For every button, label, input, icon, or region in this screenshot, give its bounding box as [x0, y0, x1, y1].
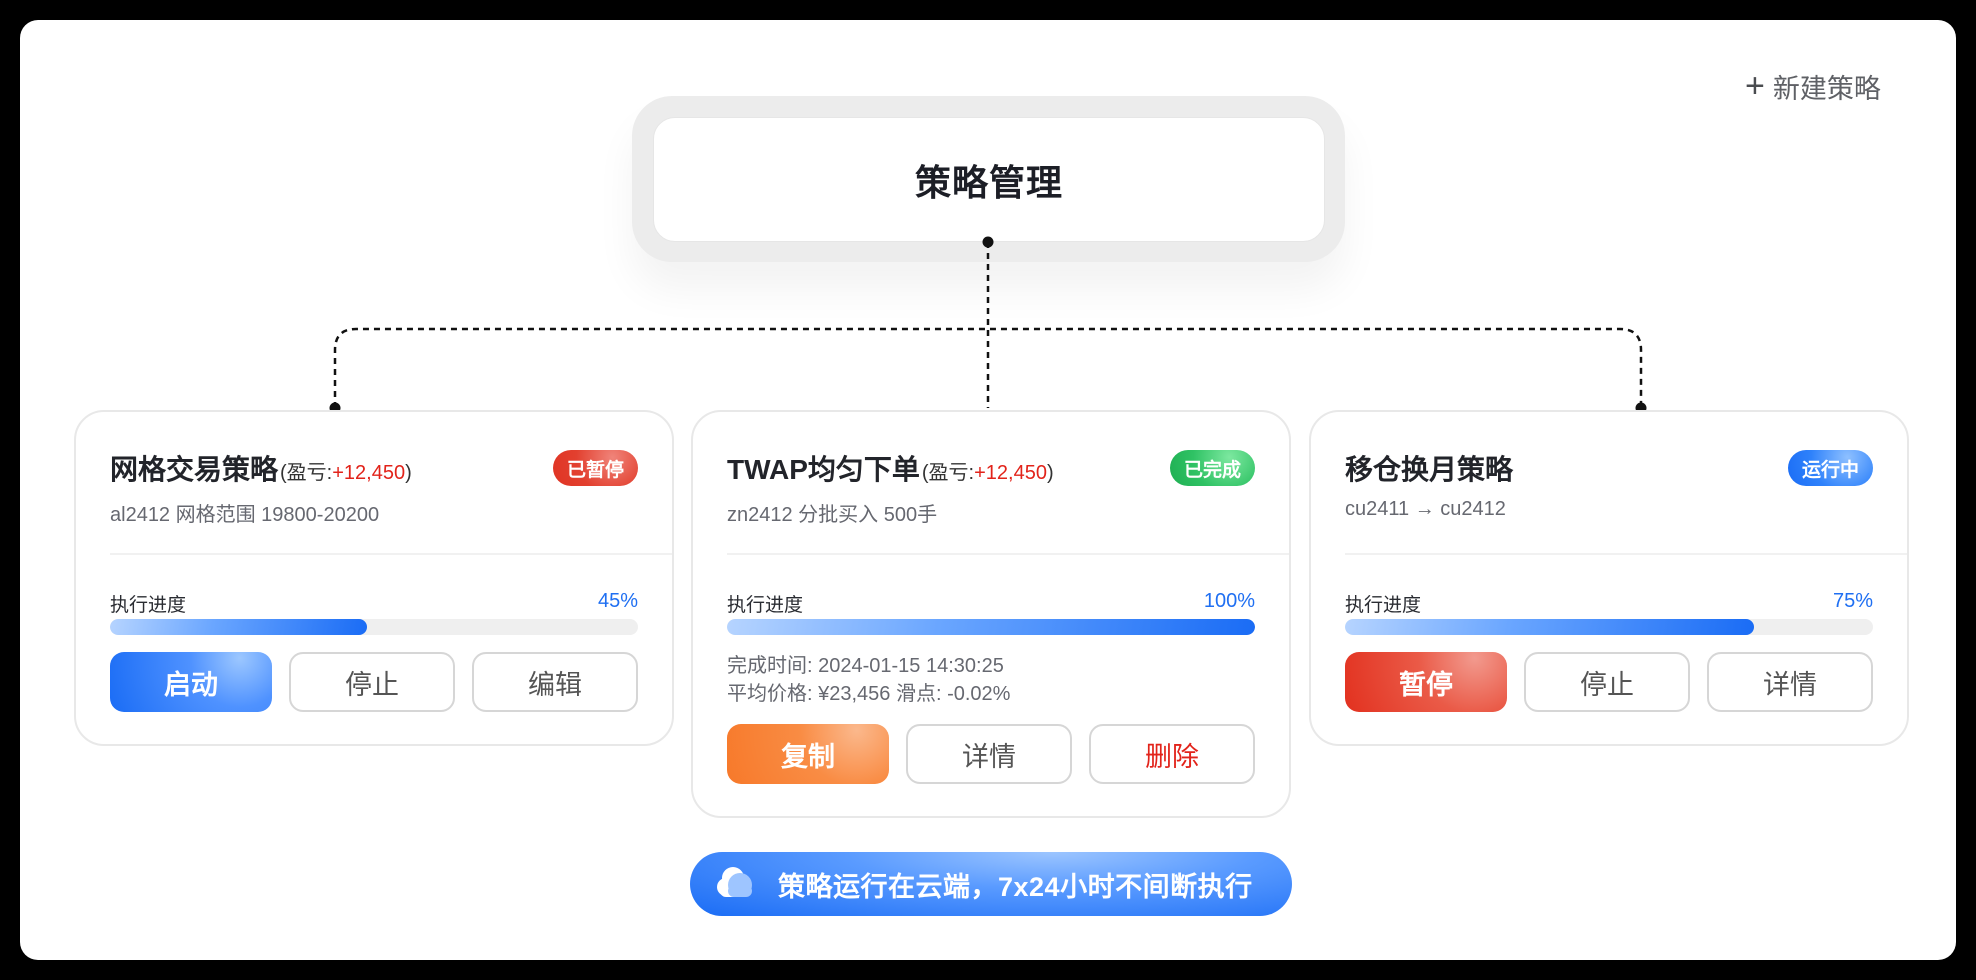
card-subtitle: zn2412 分批买入 500手: [727, 504, 938, 526]
edit-button[interactable]: 编辑: [472, 652, 638, 712]
start-button[interactable]: 启动: [110, 652, 272, 712]
pnl-prefix: (盈亏:: [921, 462, 975, 484]
new-strategy-button[interactable]: + 新建策略: [1745, 66, 1881, 106]
progress-fill: [727, 619, 1255, 635]
plus-icon: +: [1745, 67, 1765, 105]
progress-label: 执行进度: [110, 595, 187, 616]
delete-button[interactable]: 删除: [1089, 724, 1255, 784]
card-title-text: 网格交易策略: [110, 454, 279, 485]
card-title-text: TWAP均匀下单: [727, 454, 920, 485]
card-title: 网格交易策略 (盈亏:+12,450): [110, 448, 412, 488]
details-button[interactable]: 详情: [906, 724, 1072, 784]
pnl: (盈亏:+12,450): [280, 456, 412, 485]
root-node: 策略管理: [632, 96, 1345, 262]
card-title-text: 移仓换月策略: [1345, 454, 1514, 485]
divider: [727, 553, 1289, 555]
pnl-value: +12,450: [974, 462, 1047, 484]
progress-label: 执行进度: [1345, 595, 1422, 616]
progress-bar: [1345, 619, 1873, 635]
progress-fill: [1345, 619, 1754, 635]
strategy-card-grid: 网格交易策略 (盈亏:+12,450) 已暂停 al2412 网格范围 1980…: [74, 410, 674, 746]
progress-percent: 100%: [1203, 590, 1255, 612]
card-title: TWAP均匀下单 (盈亏:+12,450): [727, 448, 1054, 488]
pause-button[interactable]: 暂停: [1345, 652, 1507, 712]
details-button[interactable]: 详情: [1707, 652, 1873, 712]
cloud-banner: 策略运行在云端，7x24小时不间断执行: [690, 852, 1292, 916]
avg-price-slippage: 平均价格: ¥23,456 滑点: -0.02%: [727, 683, 1011, 705]
new-strategy-label: 新建策略: [1772, 73, 1881, 104]
page-title: 策略管理: [914, 161, 1063, 203]
status-badge: 已暂停: [552, 450, 638, 486]
completion-time: 完成时间: 2024-01-15 14:30:25: [727, 655, 1004, 677]
progress-label: 执行进度: [727, 595, 804, 616]
card-title: 移仓换月策略: [1345, 448, 1513, 488]
strategy-card-twap: TWAP均匀下单 (盈亏:+12,450) 已完成 zn2412 分批买入 50…: [691, 410, 1291, 818]
cloud-icon: [712, 865, 754, 904]
status-badge: 已完成: [1169, 450, 1255, 486]
progress-bar: [727, 619, 1255, 635]
stop-button[interactable]: 停止: [1524, 652, 1690, 712]
card-subtitle: cu2411 → cu2412: [1345, 498, 1506, 520]
pnl-suffix: ): [1046, 462, 1054, 484]
root-node-inner: 策略管理: [653, 117, 1325, 242]
pnl: (盈亏:+12,450): [922, 456, 1054, 485]
pnl-value: +12,450: [332, 462, 406, 484]
progress-fill: [110, 619, 367, 635]
divider: [1345, 553, 1907, 555]
pnl-prefix: (盈亏:: [280, 462, 333, 484]
stop-button[interactable]: 停止: [289, 652, 455, 712]
strategy-card-rollover: 移仓换月策略 运行中 cu2411 → cu2412 执行进度 75% 暂停 停…: [1309, 410, 1909, 746]
progress-bar: [110, 619, 638, 635]
progress-percent: 45%: [597, 590, 638, 612]
banner-text: 策略运行在云端，7x24小时不间断执行: [778, 871, 1253, 902]
progress-percent: 75%: [1832, 590, 1873, 612]
pnl-suffix: ): [405, 462, 412, 484]
copy-button[interactable]: 复制: [727, 724, 889, 784]
card-subtitle: al2412 网格范围 19800-20200: [110, 504, 380, 526]
status-badge: 运行中: [1787, 450, 1873, 486]
divider: [110, 553, 672, 555]
